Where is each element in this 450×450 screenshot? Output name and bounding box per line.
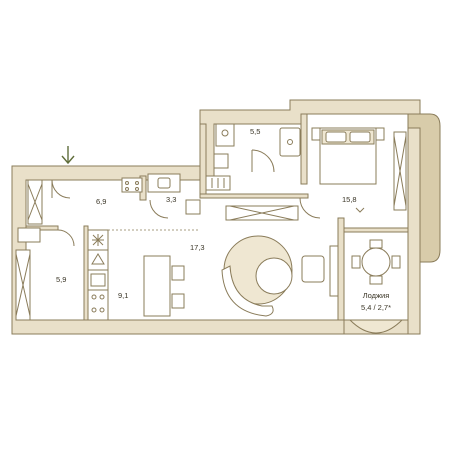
entrance-arrow-icon [61,146,75,165]
label-living: 17,3 [190,243,205,252]
label-bathroom: 5,5 [250,127,260,136]
storage-door-swing [57,229,75,247]
loggia-table [351,239,401,285]
bathroom-door-swing [251,149,275,173]
washer [185,199,201,215]
toilet-icon [213,153,229,169]
bathroom-fixtures [205,123,301,191]
chair-2 [171,293,185,309]
oven-icon [90,273,106,287]
label-hall: 6,9 [96,197,106,206]
sink-icon [157,177,171,189]
shoe-cabinet [17,227,41,243]
label-loggia-area: 5,4 / 2,7* [361,303,391,312]
dining-table [143,255,171,317]
wardrobe-corridor [225,205,299,221]
chair-1 [171,265,185,281]
hall-cabinet [121,177,143,193]
hob-icon [91,294,105,313]
loggia-bay [348,319,404,334]
label-wardrobe: 3,3 [166,195,176,204]
armchair [301,255,325,283]
nightstand-left [311,127,321,141]
bathtub-sink-icon [279,127,301,157]
label-kitchen: 9,1 [118,291,128,300]
stove-icon [125,181,139,191]
label-storage: 5,9 [56,275,66,284]
sofa [221,235,293,317]
wardrobe-door-swing [149,199,169,219]
label-bedroom: 15,8 [342,195,357,204]
label-loggia-name: Лоджия [363,291,390,300]
bed [319,127,377,185]
wardrobe-hall [27,179,43,225]
fan-icon [92,234,104,246]
bedroom-door-swing [299,197,321,219]
wardrobe-storage [15,249,31,321]
nightstand-right [375,127,385,141]
sink-kitchen-icon [91,253,105,265]
shower-icon [215,123,235,147]
tv-stand [329,245,339,297]
wardrobe-bedroom [393,131,407,211]
entry-door-swing [51,179,71,199]
chevron-icon [355,207,365,213]
